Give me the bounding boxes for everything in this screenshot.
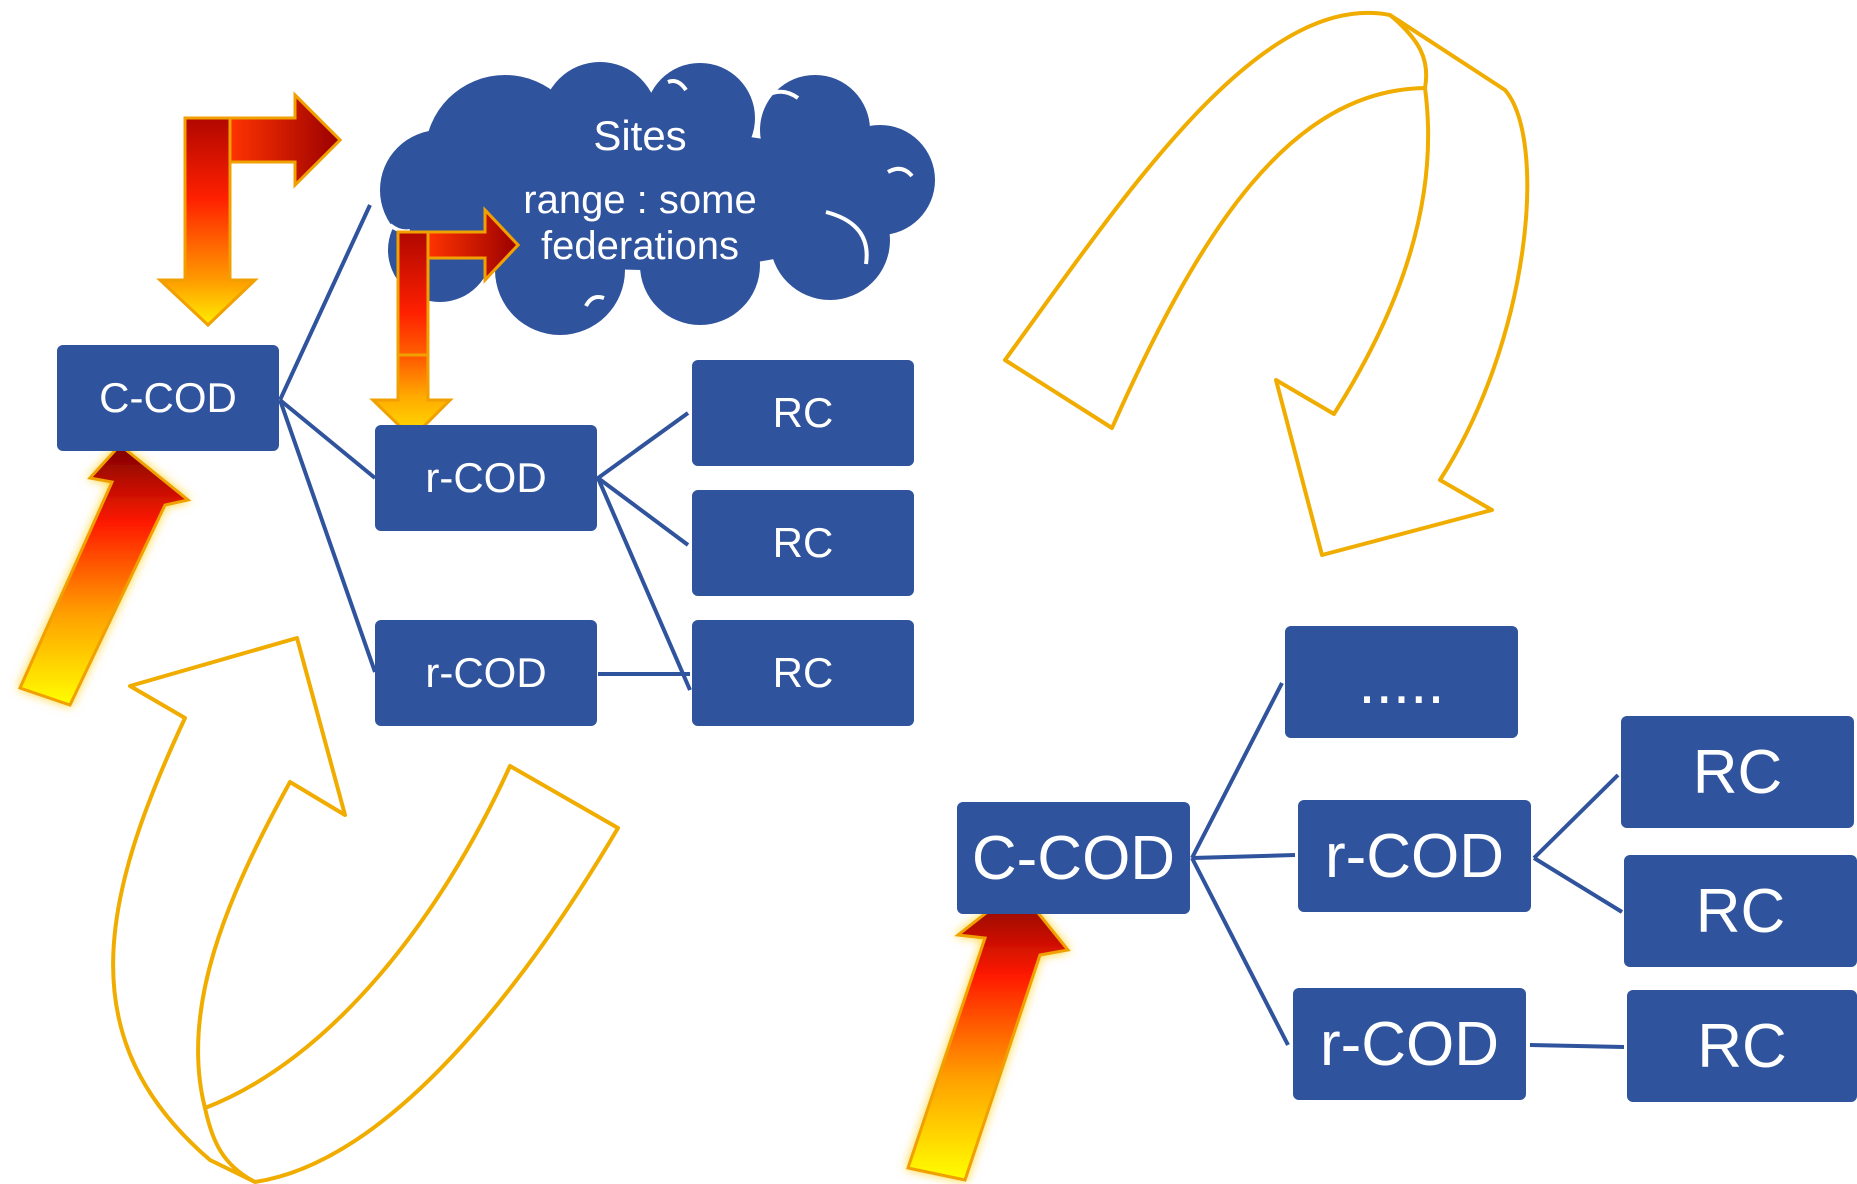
right-connectors bbox=[1190, 682, 1625, 1049]
cycle-arrow-top-right bbox=[1003, 11, 1530, 557]
right-rc-node-3: RC bbox=[1627, 990, 1857, 1102]
left-rc-node-3: RC bbox=[692, 620, 914, 726]
bent-arrow-top-left bbox=[156, 91, 343, 328]
right-ellipsis-node: ..... bbox=[1285, 626, 1518, 738]
right-r-cod-node-2: r-COD bbox=[1293, 988, 1526, 1100]
left-c-cod-node: C-COD bbox=[57, 345, 279, 451]
input-arrow-right bbox=[906, 885, 1071, 1182]
left-r-cod-node-2: r-COD bbox=[375, 620, 597, 726]
bent-arrow-cloud bbox=[369, 206, 521, 441]
right-c-cod-node: C-COD bbox=[957, 802, 1190, 914]
cloud-subtitle-line1: range : some bbox=[523, 178, 757, 222]
cloud-title: Sites bbox=[593, 112, 687, 159]
cloud-subtitle-line2: federations bbox=[541, 224, 739, 268]
left-r-cod-node-1: r-COD bbox=[375, 425, 597, 531]
left-connectors bbox=[278, 204, 692, 691]
left-rc-node-2: RC bbox=[692, 490, 914, 596]
cycle-arrow-bottom-left bbox=[111, 636, 620, 1184]
right-rc-node-2: RC bbox=[1624, 855, 1857, 967]
left-rc-node-1: RC bbox=[692, 360, 914, 466]
input-arrow-left bbox=[17, 442, 192, 707]
right-rc-node-1: RC bbox=[1621, 716, 1854, 828]
right-r-cod-node-1: r-COD bbox=[1298, 800, 1531, 912]
